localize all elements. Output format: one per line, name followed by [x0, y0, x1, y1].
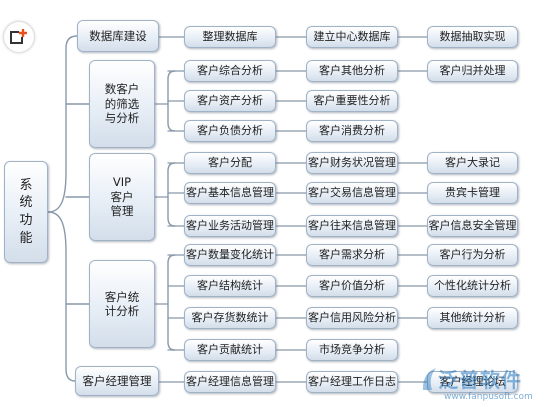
leaf-label: 市场竞争分析: [319, 343, 385, 357]
root-label-char: 系: [19, 177, 33, 193]
leaf-node-b2-r3-c1[interactable]: 客户负债分析: [184, 120, 276, 142]
leaf-node-b5-r1-c3[interactable]: 客户经理论坛: [427, 371, 518, 393]
leaf-node-b3-r1-c3[interactable]: 客户大录记: [427, 152, 518, 174]
leaf-label: 客户财务状况管理: [308, 156, 396, 170]
branch-label-line: 与分析: [104, 111, 140, 126]
leaf-node-b2-r3-c2[interactable]: 客户消费分析: [306, 120, 398, 142]
leaf-node-b4-r2-c3[interactable]: 个性化统计分析: [427, 275, 518, 297]
leaf-label: 客户业务活动管理: [186, 219, 274, 233]
connector-curve: [47, 35, 78, 213]
leaf-node-b3-r1-c1[interactable]: 客户分配: [184, 152, 276, 174]
branch-node-5[interactable]: 客户经理管理: [75, 366, 159, 396]
leaf-node-b4-r1-c1[interactable]: 客户数量变化统计: [184, 244, 276, 266]
leaf-node-b3-r2-c3[interactable]: 贵宾卡管理: [427, 182, 518, 204]
leaf-node-b4-r1-c3[interactable]: 客户行为分析: [427, 244, 518, 266]
branch-label-line: 数据库建设: [89, 28, 147, 43]
leaf-label: 数据抽取实现: [439, 30, 506, 44]
leaf-node-b3-r3-c3[interactable]: 客户信息安全管理: [427, 215, 518, 237]
branch-label-line: 客户经理管理: [82, 373, 152, 388]
leaf-label: 客户信用风险分析: [308, 311, 396, 325]
branch-node-1[interactable]: 数据库建设: [77, 20, 159, 52]
leaf-node-b3-r1-c2[interactable]: 客户财务状况管理: [306, 152, 398, 174]
leaf-label: 客户行为分析: [439, 248, 506, 262]
connector-curve: [47, 211, 76, 382]
leaf-node-b4-r4-c1[interactable]: 客户贡献统计: [184, 339, 276, 361]
leaf-node-b5-r1-c1[interactable]: 客户经理信息管理: [184, 371, 276, 393]
leaf-label: 客户基本信息管理: [186, 186, 274, 200]
leaf-node-b1-r1-c3[interactable]: 数据抽取实现: [427, 26, 518, 48]
leaf-node-b1-r1-c1[interactable]: 整理数据库: [184, 26, 276, 48]
leaf-label: 客户经理工作日志: [308, 375, 396, 389]
leaf-node-b2-r2-c2[interactable]: 客户重要性分析: [306, 90, 398, 112]
branch-label-line: 客户: [110, 189, 134, 204]
app-logo-icon[interactable]: [4, 22, 34, 52]
leaf-node-b3-r2-c2[interactable]: 客户交易信息管理: [306, 182, 398, 204]
leaf-label: 个性化统计分析: [434, 279, 511, 293]
logo-plus-icon: [10, 29, 27, 44]
leaf-node-b5-r1-c2[interactable]: 客户经理工作日志: [306, 371, 398, 393]
connector-curve: [167, 162, 176, 227]
connector-curve: [167, 254, 176, 351]
leaf-label: 客户交易信息管理: [308, 186, 396, 200]
branch-label-line: 的筛选: [104, 96, 140, 111]
leaf-node-b3-r3-c1[interactable]: 客户业务活动管理: [184, 215, 276, 237]
leaf-label: 其他统计分析: [439, 311, 506, 325]
leaf-node-b3-r2-c1[interactable]: 客户基本信息管理: [184, 182, 276, 204]
root-label-char: 能: [19, 230, 33, 246]
leaf-node-b3-r3-c2[interactable]: 客户往来信息管理: [306, 215, 398, 237]
leaf-node-b4-r3-c3[interactable]: 其他统计分析: [427, 307, 518, 329]
leaf-label: 客户消费分析: [319, 124, 385, 138]
leaf-label: 客户分配: [208, 156, 252, 170]
leaf-label: 客户价值分析: [319, 279, 385, 293]
root-node-system-functions[interactable]: 系统功能: [4, 161, 48, 263]
leaf-label: 建立中心数据库: [313, 30, 391, 44]
leaf-node-b1-r1-c2[interactable]: 建立中心数据库: [306, 26, 398, 48]
leaf-node-b2-r1-c2[interactable]: 客户其他分析: [306, 60, 398, 82]
branch-label-line: 管理: [110, 204, 134, 219]
leaf-label: 客户综合分析: [197, 64, 263, 78]
branch-label-line: 数客户: [104, 82, 140, 97]
leaf-label: 整理数据库: [202, 30, 258, 44]
root-label-char: 统: [19, 195, 33, 211]
leaf-label: 客户数量变化统计: [186, 248, 274, 262]
leaf-node-b4-r2-c1[interactable]: 客户结构统计: [184, 275, 276, 297]
leaf-label: 客户需求分析: [319, 248, 385, 262]
branch-node-4[interactable]: 客户统计分析: [89, 260, 155, 348]
leaf-node-b4-r4-c2[interactable]: 市场竞争分析: [306, 339, 398, 361]
leaf-label: 客户其他分析: [319, 64, 385, 78]
leaf-node-b2-r1-c1[interactable]: 客户综合分析: [184, 60, 276, 82]
leaf-label: 客户信息安全管理: [428, 219, 517, 233]
leaf-node-b4-r1-c2[interactable]: 客户需求分析: [306, 244, 398, 266]
leaf-node-b4-r2-c2[interactable]: 客户价值分析: [306, 275, 398, 297]
leaf-node-b2-r2-c1[interactable]: 客户资产分析: [184, 90, 276, 112]
leaf-label: 客户往来信息管理: [308, 219, 396, 233]
leaf-label: 客户结构统计: [197, 279, 263, 293]
leaf-label: 客户经理信息管理: [186, 375, 274, 389]
leaf-label: 客户重要性分析: [313, 94, 391, 108]
branch-label-line: 客户统: [104, 289, 140, 304]
leaf-label: 客户资产分析: [197, 94, 263, 108]
leaf-node-b4-r3-c1[interactable]: 客户存货数统计: [184, 307, 276, 329]
leaf-node-b4-r3-c2[interactable]: 客户信用风险分析: [306, 307, 398, 329]
leaf-label: 客户贡献统计: [197, 343, 263, 357]
branch-label-line: 计分析: [104, 304, 140, 318]
leaf-label: 客户存货数统计: [191, 311, 269, 325]
leaf-label: 客户负债分析: [197, 124, 263, 138]
leaf-label: 客户归并处理: [439, 64, 506, 78]
branch-node-2[interactable]: 数客户的筛选与分析: [89, 60, 155, 148]
leaf-node-b2-r1-c3[interactable]: 客户归并处理: [427, 60, 518, 82]
branch-label-line: VIP: [112, 175, 132, 190]
leaf-label: 客户大录记: [445, 156, 500, 170]
leaf-label: 客户经理论坛: [439, 375, 506, 389]
leaf-label: 贵宾卡管理: [445, 186, 500, 200]
root-label-char: 功: [19, 213, 33, 228]
